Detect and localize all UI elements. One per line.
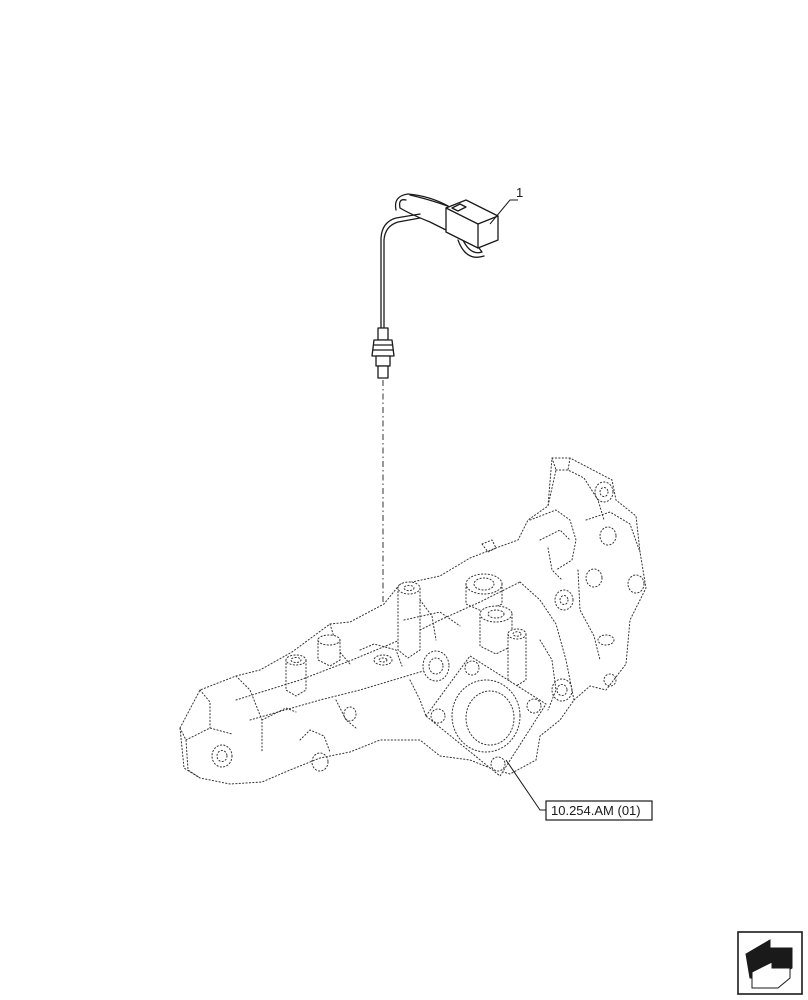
reference-leader-line <box>505 759 546 811</box>
next-page-arrow-icon[interactable] <box>737 931 803 995</box>
reference-label[interactable]: 10.254.AM (01) <box>551 803 641 818</box>
reference-box[interactable] <box>545 800 653 821</box>
part-1-leader-line <box>489 199 518 225</box>
temperature-sensor[interactable] <box>371 193 499 655</box>
exhaust-manifold <box>179 457 647 785</box>
part-number-label[interactable]: 1 <box>516 185 523 200</box>
